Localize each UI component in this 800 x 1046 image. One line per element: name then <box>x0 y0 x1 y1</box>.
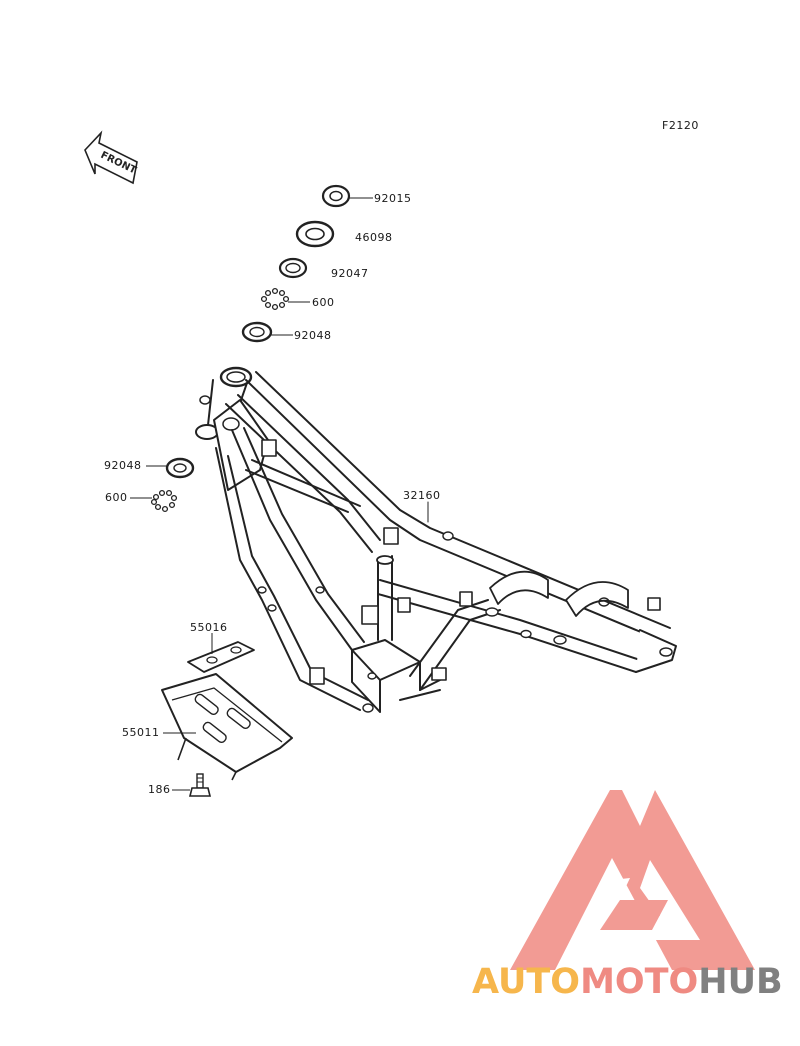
part-92015-nut <box>321 184 373 208</box>
label-600-left: 600 <box>105 491 128 504</box>
part-600-top-balls <box>260 287 310 311</box>
part-55011-skid-plate <box>161 673 293 781</box>
label-55016: 55016 <box>190 621 228 634</box>
label-186: 186 <box>148 783 171 796</box>
label-600-top: 600 <box>312 296 335 309</box>
label-92048-left: 92048 <box>104 459 142 472</box>
part-55016-bracket <box>187 638 255 673</box>
part-186-bolt <box>172 773 212 797</box>
label-46098: 46098 <box>355 231 393 244</box>
watermark-logo-icon <box>510 790 755 970</box>
watermark-hub: HUB <box>698 962 783 1002</box>
part-92048-top-race <box>241 321 293 343</box>
label-92048-top: 92048 <box>294 329 332 342</box>
watermark-wordmark: AUTOMOTOHUB <box>472 962 783 1002</box>
label-92047: 92047 <box>331 267 369 280</box>
part-92048-left-race <box>146 457 195 479</box>
watermark-auto: AUTO <box>472 962 581 1002</box>
watermark-moto: MOTO <box>580 962 699 1002</box>
part-600-left-balls <box>130 489 178 513</box>
label-32160: 32160 <box>403 489 441 502</box>
part-32160-frame <box>195 366 677 713</box>
label-55011: 55011 <box>122 726 160 739</box>
label-92015: 92015 <box>374 192 412 205</box>
part-46098-washer <box>295 220 335 248</box>
front-arrow-icon: FRONT <box>84 130 138 185</box>
diagram-code: F2120 <box>662 119 699 132</box>
part-92047-race <box>278 257 308 279</box>
